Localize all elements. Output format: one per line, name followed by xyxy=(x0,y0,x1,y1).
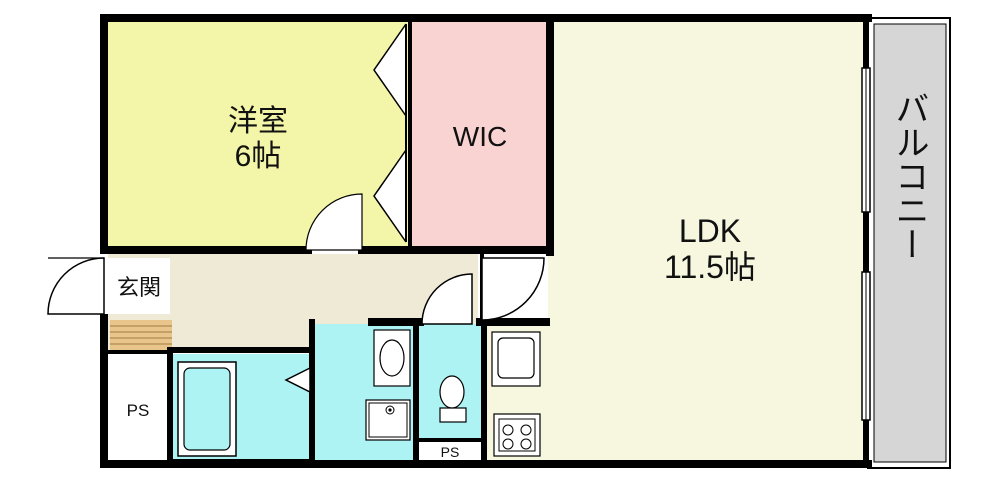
kitchen-stove xyxy=(493,413,541,457)
ps-left-area xyxy=(108,356,168,460)
ldk-area xyxy=(548,22,864,460)
ldk-windows xyxy=(861,67,871,421)
entrance-floor xyxy=(108,258,170,314)
closet-doors xyxy=(373,23,407,243)
bathtub xyxy=(177,361,237,457)
balcony-label: バルコニー xyxy=(890,91,928,261)
western-room-size: 6帖 xyxy=(235,140,282,173)
ldk-label: LDK xyxy=(679,213,741,249)
ps-bottom-label: PS xyxy=(441,444,460,460)
western-room-label: 洋室 xyxy=(228,105,288,138)
washing-machine-pan xyxy=(365,399,411,441)
wic-label: WIC xyxy=(453,121,507,152)
balcony xyxy=(867,17,951,469)
door-swings xyxy=(47,193,545,394)
washbasin xyxy=(373,329,411,387)
entrance-label: 玄関 xyxy=(117,275,161,300)
toilet xyxy=(439,375,467,423)
wic-area xyxy=(412,22,548,248)
walls xyxy=(100,14,872,468)
entrance-floorboard xyxy=(110,320,172,352)
ldk-size: 11.5帖 xyxy=(664,249,756,285)
ps-left-label: PS xyxy=(127,401,150,420)
kitchen-sink xyxy=(491,331,541,387)
